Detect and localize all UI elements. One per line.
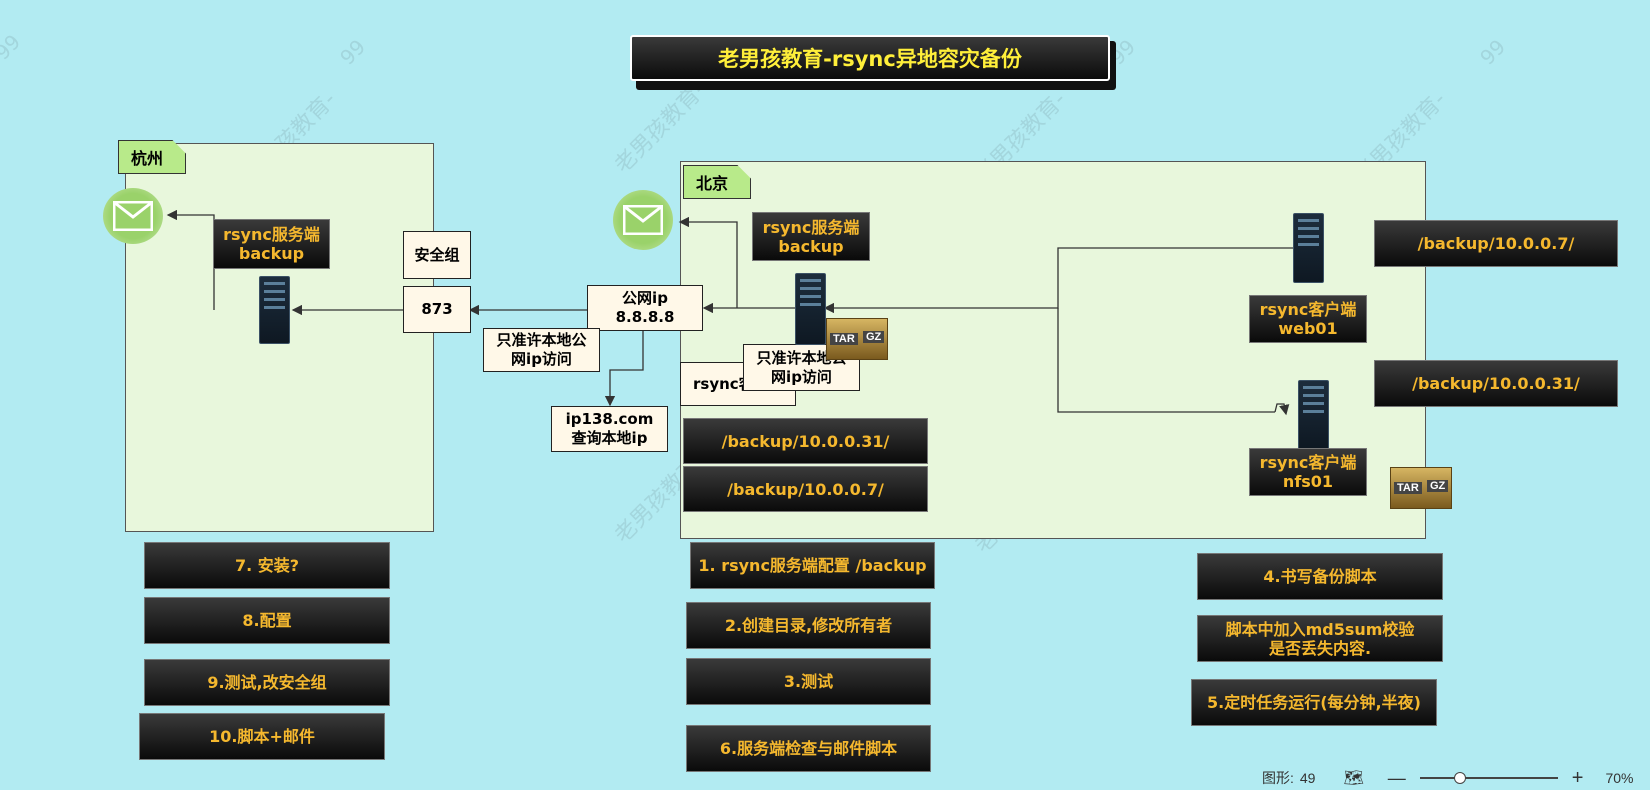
public-ip-box: 公网ip 8.8.8.8 — [587, 285, 703, 331]
server-icon — [259, 276, 290, 344]
ip138-note: ip138.com 查询本地ip — [551, 406, 668, 452]
step-1: 1. rsync服务端配置 /backup — [690, 542, 935, 589]
shapes-count: 49 — [1299, 770, 1316, 786]
step-7: 7. 安装? — [144, 542, 390, 589]
status-bar: 图形: 49 🗺 — + 70% — [1262, 766, 1647, 789]
tgz-archive-icon: TAR GZ — [826, 318, 888, 360]
tgz-text: TAR — [1394, 482, 1422, 494]
tgz-text: GZ — [863, 331, 885, 343]
tgz-text: TAR — [830, 333, 858, 345]
region-label-hangzhou: 杭州 — [118, 140, 186, 174]
server-icon — [795, 273, 826, 345]
right-backup-dir-7: /backup/10.0.0.7/ — [1374, 220, 1618, 267]
step-4: 4.书写备份脚本 — [1197, 553, 1443, 600]
region-label-beijing: 北京 — [683, 165, 751, 199]
web01-label: rsync客户端 web01 — [1249, 295, 1367, 343]
backup-dir-31: /backup/10.0.0.31/ — [683, 418, 928, 464]
step-6: 6.服务端检查与邮件脚本 — [686, 725, 931, 772]
map-icon[interactable]: 🗺 — [1343, 770, 1364, 787]
beijing-server-label: rsync服务端 backup — [752, 212, 870, 261]
right-backup-dir-31: /backup/10.0.0.31/ — [1374, 360, 1618, 407]
port-873: 873 — [403, 286, 471, 333]
page-title: 老男孩教育-rsync异地容灾备份 — [630, 35, 1110, 81]
zoom-out-icon[interactable]: — — [1387, 767, 1406, 788]
step-8: 8.配置 — [144, 597, 390, 644]
server-icon — [1293, 213, 1324, 283]
hangzhou-server-label: rsync服务端 backup — [213, 219, 330, 269]
zoom-slider-handle[interactable] — [1453, 772, 1466, 784]
step-2: 2.创建目录,修改所有者 — [686, 602, 931, 649]
step-3: 3.测试 — [686, 658, 931, 705]
mail-icon — [613, 190, 673, 250]
step-10: 10.脚本+邮件 — [139, 713, 385, 760]
backup-dir-7: /backup/10.0.0.7/ — [683, 466, 928, 512]
step-4-md5-note: 脚本中加入md5sum校验 是否丢失内容. — [1197, 615, 1443, 662]
nfs01-label: rsync客户端 nfs01 — [1249, 448, 1367, 496]
tgz-archive-icon: TAR GZ — [1390, 467, 1452, 509]
zoom-in-icon[interactable]: + — [1571, 766, 1584, 789]
mail-icon — [103, 188, 163, 244]
zoom-slider[interactable] — [1419, 772, 1558, 784]
step-9: 9.测试,改安全组 — [144, 659, 390, 706]
server-icon — [1298, 380, 1329, 450]
step-5: 5.定时任务运行(每分钟,半夜) — [1191, 679, 1437, 726]
zoom-level: 70% — [1605, 770, 1634, 786]
security-group-label: 安全组 — [403, 231, 471, 279]
allow-local-ip-note-left: 只准许本地公 网ip访问 — [483, 328, 600, 372]
shapes-label: 图形: — [1262, 770, 1294, 786]
tgz-text: GZ — [1427, 480, 1449, 492]
